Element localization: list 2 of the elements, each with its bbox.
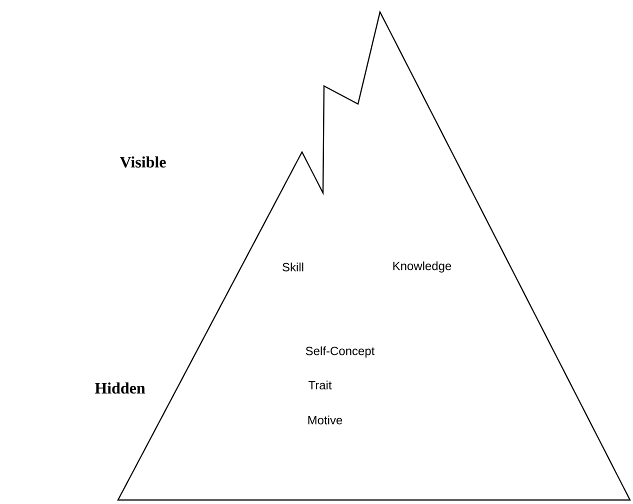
layer-label: Hidden	[94, 382, 146, 394]
layer-label: Visible	[120, 156, 166, 168]
